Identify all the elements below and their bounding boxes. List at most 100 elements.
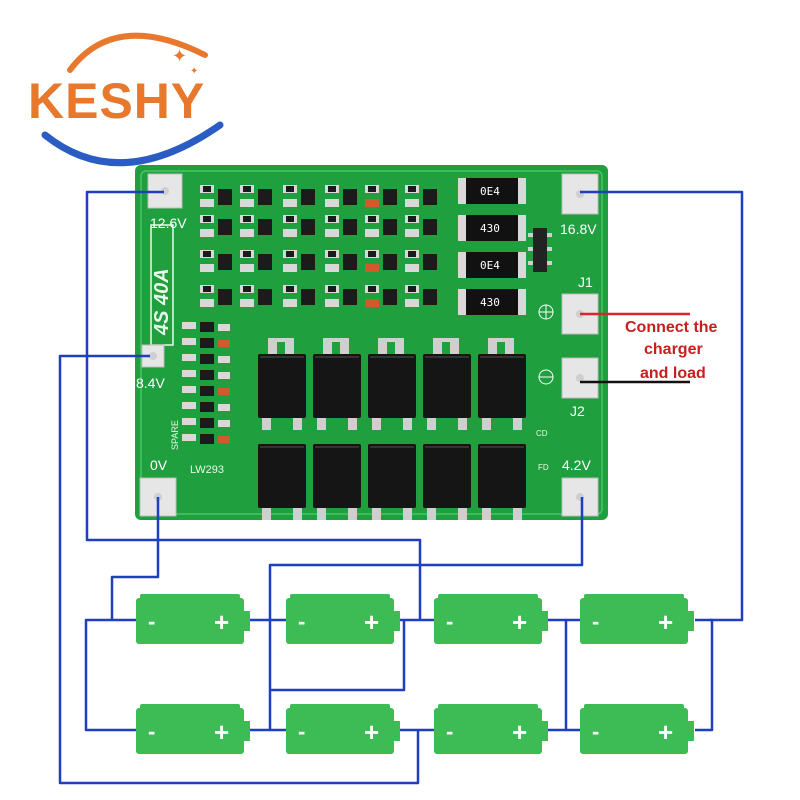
battery-pack: -+-+-+-+-+-+-+-+ bbox=[136, 594, 694, 754]
battery-minus-sign: - bbox=[298, 609, 305, 634]
mosfet-top bbox=[368, 338, 416, 430]
solder-pads bbox=[139, 173, 599, 517]
battery-cell: -+ bbox=[136, 594, 250, 644]
smd-cluster bbox=[365, 215, 397, 237]
smd-cluster bbox=[325, 250, 357, 272]
resistor-code: 430 bbox=[480, 296, 500, 309]
mosfet-top bbox=[258, 338, 306, 430]
battery-minus-sign: - bbox=[298, 719, 305, 744]
svg-text:and load: and load bbox=[640, 365, 706, 382]
small-component bbox=[182, 434, 230, 444]
battery-plus-sign: + bbox=[658, 607, 673, 637]
label-j1: J1 bbox=[578, 274, 593, 290]
wiring bbox=[58, 190, 744, 785]
label-cd: CD bbox=[536, 429, 548, 438]
smd-cluster bbox=[240, 250, 272, 272]
mosfet-top bbox=[313, 338, 361, 430]
label-spare: SPARE bbox=[170, 420, 180, 450]
label-0v: 0V bbox=[150, 457, 168, 473]
battery-cell: -+ bbox=[580, 704, 694, 754]
smd-cluster bbox=[405, 285, 437, 307]
mosfet-bottom bbox=[478, 444, 526, 520]
small-component bbox=[182, 354, 230, 364]
shunt-resistor: 0E4 bbox=[458, 178, 526, 204]
smd-cluster bbox=[240, 215, 272, 237]
smd-cluster bbox=[283, 250, 315, 272]
smd-cluster bbox=[200, 215, 232, 237]
pcb-border-trace bbox=[140, 170, 603, 515]
battery-cell: -+ bbox=[434, 594, 548, 644]
battery-plus-sign: + bbox=[214, 717, 229, 747]
battery-cell: -+ bbox=[580, 594, 694, 644]
label-lw293: LW293 bbox=[190, 464, 224, 476]
svg-text:Connect the: Connect the bbox=[625, 319, 718, 336]
mosfet-top bbox=[478, 338, 526, 430]
logo-orange-swoosh bbox=[67, 32, 208, 73]
battery-minus-sign: - bbox=[148, 609, 155, 634]
smd-cluster bbox=[325, 285, 357, 307]
wire-12-6v bbox=[85, 190, 422, 620]
label-12-6v: 12.6V bbox=[150, 215, 187, 231]
battery-cell: -+ bbox=[434, 704, 548, 754]
battery-minus-sign: - bbox=[592, 609, 599, 634]
label-fd: FD bbox=[538, 463, 549, 472]
battery-minus-sign: - bbox=[592, 719, 599, 744]
logo-blue-swoosh bbox=[41, 121, 224, 167]
smd-cluster bbox=[405, 185, 437, 207]
resistor-code: 0E4 bbox=[480, 185, 500, 198]
battery-plus-sign: + bbox=[364, 607, 379, 637]
mosfet-bottom bbox=[423, 444, 471, 520]
label-j2: J2 bbox=[570, 403, 585, 419]
battery-cell: -+ bbox=[286, 704, 400, 754]
small-ic bbox=[533, 228, 547, 272]
mosfet-bottom bbox=[258, 444, 306, 520]
battery-cell: -+ bbox=[286, 594, 400, 644]
small-component bbox=[182, 386, 230, 396]
smd-cluster bbox=[405, 215, 437, 237]
shunt-resistors: 0E4 430 0E4 430 bbox=[458, 178, 526, 315]
smd-cluster bbox=[405, 250, 437, 272]
small-ic-pins bbox=[528, 233, 552, 265]
keshy-logo: ✦ ✦ KESHY bbox=[28, 32, 224, 167]
battery-plus-sign: + bbox=[512, 717, 527, 747]
smd-components bbox=[200, 185, 437, 307]
shunt-resistor: 430 bbox=[458, 215, 526, 241]
small-component bbox=[182, 370, 230, 380]
wire-0v bbox=[110, 497, 160, 620]
smd-cluster bbox=[200, 250, 232, 272]
logo-star: ✦ bbox=[172, 46, 187, 66]
smd-cluster bbox=[200, 185, 232, 207]
smd-cluster bbox=[283, 215, 315, 237]
shunt-resistor: 430 bbox=[458, 289, 526, 315]
battery-minus-sign: - bbox=[148, 719, 155, 744]
resistor-code: 430 bbox=[480, 222, 500, 235]
pad-j2 bbox=[561, 357, 599, 399]
small-component bbox=[182, 322, 230, 332]
smd-cluster bbox=[240, 285, 272, 307]
smd-cluster bbox=[283, 185, 315, 207]
resistor-code: 0E4 bbox=[480, 259, 500, 272]
logo-star-small: ✦ bbox=[190, 66, 198, 77]
wire-parallel-mid-a bbox=[270, 620, 406, 692]
smd-cluster bbox=[325, 215, 357, 237]
wire-8-4v bbox=[58, 354, 420, 785]
smd-cluster bbox=[240, 185, 272, 207]
smd-cluster bbox=[325, 185, 357, 207]
mosfet-bottom bbox=[368, 444, 416, 520]
battery-minus-sign: - bbox=[446, 719, 453, 744]
pad-4-2v bbox=[561, 477, 599, 517]
label-8-4v: 8.4V bbox=[136, 375, 165, 391]
mosfet-array bbox=[258, 338, 526, 520]
logo-text: KESHY bbox=[28, 73, 205, 129]
battery-plus-sign: + bbox=[658, 717, 673, 747]
svg-text:charger: charger bbox=[644, 341, 703, 358]
wire-parallel-right bbox=[695, 618, 714, 732]
smd-cluster bbox=[200, 285, 232, 307]
small-component bbox=[182, 402, 230, 412]
battery-cell: -+ bbox=[136, 704, 250, 754]
left-small-components bbox=[182, 322, 230, 444]
wire-4-2v bbox=[268, 497, 584, 730]
battery-plus-sign: + bbox=[364, 717, 379, 747]
charger-load-annotation: Connect the charger and load bbox=[625, 319, 718, 382]
